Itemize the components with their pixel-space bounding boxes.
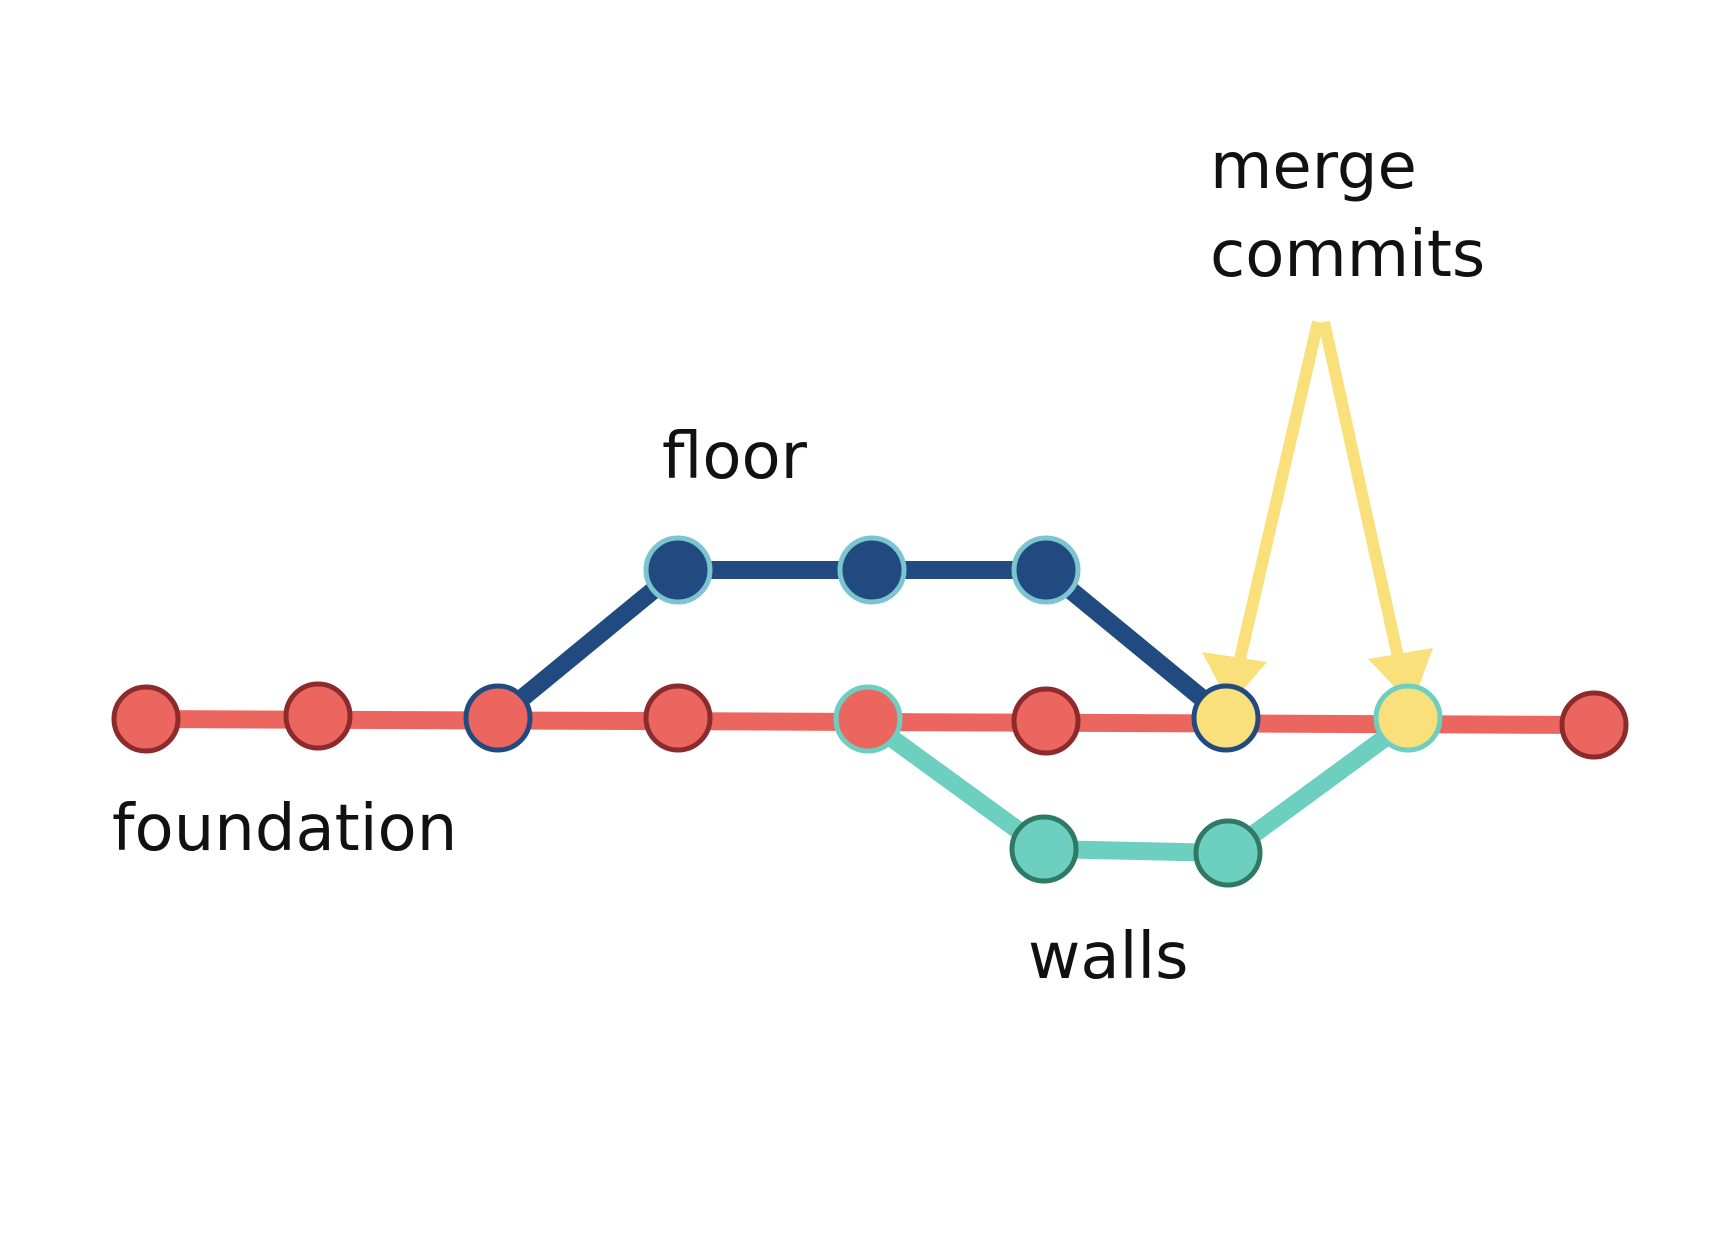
foundation-commit	[643, 683, 713, 753]
foundation-commit	[1559, 690, 1629, 760]
foundation-branch-point-commit	[833, 684, 903, 754]
floor-label: floor	[662, 420, 808, 494]
walls-commit	[1009, 814, 1079, 884]
foundation-label: foundation	[112, 792, 457, 866]
merge-arrow-right	[1318, 320, 1408, 677]
floor-commit	[837, 535, 907, 605]
merge-commit	[1191, 683, 1261, 753]
commit-nodes	[111, 535, 1629, 888]
walls-branch-line	[859, 712, 1417, 862]
foundation-commit	[283, 681, 353, 751]
foundation-commit	[111, 684, 181, 754]
floor-commit	[643, 535, 713, 605]
foundation-commit	[1011, 686, 1081, 756]
walls-commit	[1193, 818, 1263, 888]
foundation-branch-point-commit	[463, 683, 533, 753]
merge-commit	[1373, 683, 1443, 753]
merge-arrow-left	[1230, 320, 1324, 678]
merge-arrows	[1202, 320, 1433, 705]
floor-commit	[1011, 535, 1081, 605]
merge-commits-label-line1: merge	[1210, 130, 1417, 204]
walls-label: walls	[1028, 920, 1188, 994]
merge-commits-label-line2: commits	[1210, 218, 1485, 292]
merge-arrow-left-head	[1202, 652, 1267, 705]
